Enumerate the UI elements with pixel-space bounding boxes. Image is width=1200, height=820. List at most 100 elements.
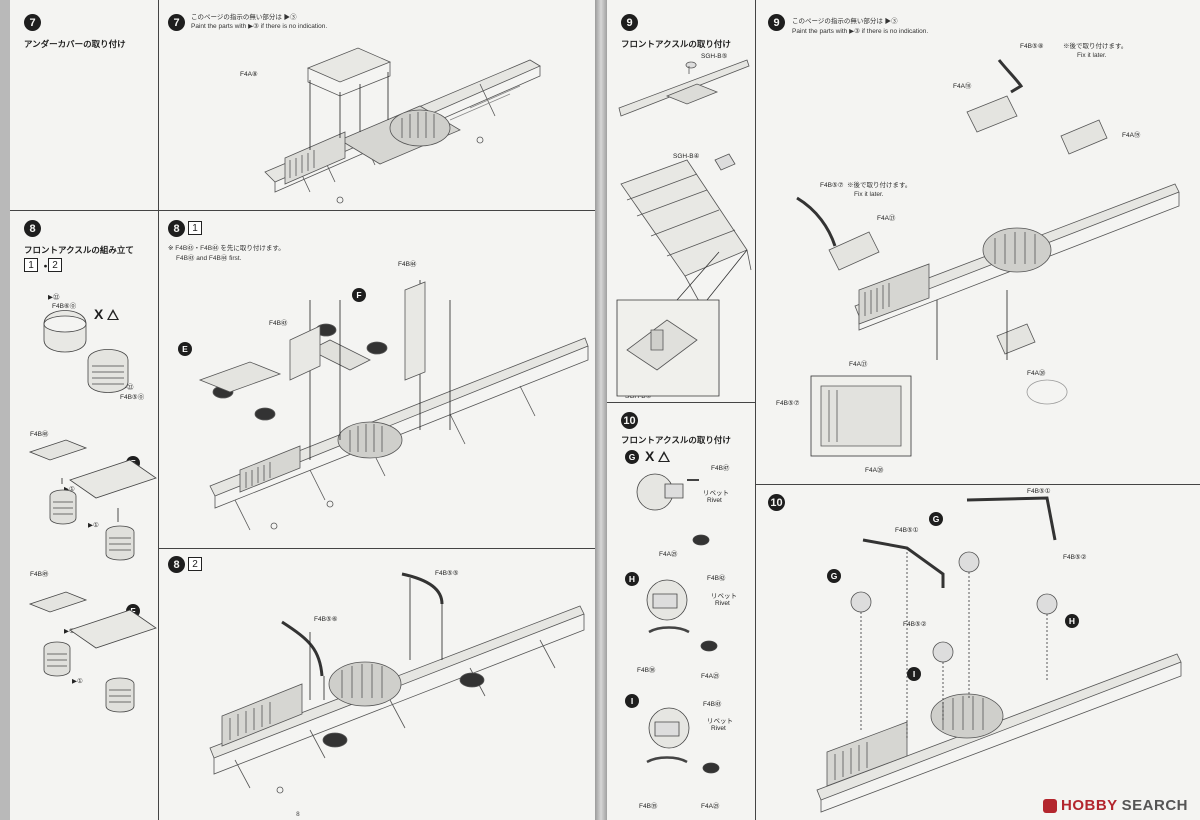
substep-separator: ・	[40, 260, 51, 273]
later-note-jp: ※後で取り付けます。	[847, 182, 912, 189]
page-number: 8	[296, 811, 300, 818]
step-divider	[10, 210, 158, 211]
caution-triangle-icon	[107, 309, 119, 320]
parts-drawing	[28, 310, 157, 713]
instruction-page-right: 9 フロントアクスルの取り付け SGH-B⑤ SGH-B④ SGH-B④ 10 …	[607, 0, 1200, 820]
part-label: F4B⑤⑥	[314, 616, 338, 623]
paint-code-label: ▶①	[64, 486, 75, 493]
step-title: フロントアクスルの取り付け	[621, 436, 731, 446]
assembly-illustrations-left	[28, 47, 589, 794]
subassembly-g-marker: G	[827, 569, 841, 583]
part-label: F4B⑤⓪	[120, 394, 145, 401]
substep-box: 2	[188, 557, 202, 571]
do-not-glue-icon: X	[645, 448, 655, 464]
step-number-badge: 7	[24, 14, 41, 31]
step-number-badge: 9	[621, 14, 638, 31]
chassis-drawing	[796, 59, 1180, 457]
step-number-badge: 8	[24, 220, 41, 237]
step-divider	[158, 548, 595, 549]
subassembly-i-marker: I	[625, 694, 639, 708]
step-title: フロントアクスルの組み立て	[24, 246, 134, 256]
part-label: F4B⑥⓪	[52, 303, 77, 310]
paint-note-jp: このページの指示の無い部分は ▶③	[191, 14, 297, 21]
assembly-illustrations-right	[616, 59, 1182, 813]
part-label: F4A⑳	[1027, 370, 1046, 377]
subassembly-h-marker: H	[1065, 614, 1079, 628]
step-divider	[607, 402, 755, 403]
later-note-jp: ※後で取り付けます。	[1063, 43, 1128, 50]
part-label: F4B㊱	[637, 667, 656, 674]
step-number-badge: 9	[768, 14, 785, 31]
part-label: F4B⑤⑤	[435, 570, 459, 577]
substep-box: 1	[188, 221, 202, 235]
part-label: F4B㊸	[703, 701, 722, 708]
part-label: F4B⑤②	[1063, 554, 1087, 561]
subassembly-h-marker: H	[625, 572, 639, 586]
subassembly-e-marker: E	[178, 342, 192, 356]
order-note-jp: ※ F4B㊸・F4B㊹ を先に取り付けます。	[168, 245, 285, 252]
rivet-label-jp: リベット	[703, 490, 729, 497]
paint-code-label: ▶㉒	[122, 384, 134, 391]
paint-code-label: ▶①	[88, 522, 99, 529]
order-note-en: F4B㊸ and F4B㊹ first.	[176, 255, 242, 262]
chassis-drawing	[264, 47, 541, 204]
rivet-label-jp: リベット	[711, 593, 737, 600]
part-label: F4B㊷	[707, 575, 726, 582]
part-label: F4B⑤②	[903, 621, 927, 628]
rivet-label-en: Rivet	[715, 600, 730, 607]
caution-triangle-icon	[658, 451, 670, 462]
part-label: SGH-B④	[625, 393, 652, 400]
step-number-badge: 10	[768, 494, 785, 511]
part-label: F4B⑤⑦	[776, 400, 800, 407]
part-label: F4A㉕	[659, 551, 678, 558]
subassembly-f-marker: F	[352, 288, 366, 302]
column-divider	[158, 0, 159, 820]
step-divider	[755, 484, 1200, 485]
subassembly-g-marker: G	[625, 450, 639, 464]
paint-note-en: Paint the parts with ▶③ if there is no i…	[191, 23, 328, 30]
step-title: アンダーカバーの取り付け	[24, 40, 126, 50]
part-label: SGH-B④	[673, 153, 700, 160]
substep-box: 2	[48, 258, 62, 272]
step-title: フロントアクスルの取り付け	[621, 40, 731, 50]
part-label: F4A㉑	[877, 215, 896, 222]
step-number-badge: 10	[621, 412, 638, 429]
part-label: F4A⑱	[953, 83, 972, 90]
chassis-drawing	[209, 572, 585, 794]
chassis-drawing	[198, 280, 589, 531]
chassis-drawing	[616, 59, 752, 397]
column-divider	[755, 0, 756, 820]
subassembly-g-marker: G	[929, 512, 943, 526]
part-label: SGH-B⑤	[701, 53, 728, 60]
part-label: F4A⑳	[865, 467, 884, 474]
chassis-drawing	[816, 496, 1182, 813]
part-label: F4B㊹	[398, 261, 417, 268]
parts-drawing	[636, 473, 720, 774]
part-label: F4B㊸	[269, 320, 288, 327]
paint-code-label: ▶①	[72, 678, 83, 685]
later-note-en: Fix it later.	[1077, 52, 1107, 59]
step-divider	[158, 210, 595, 211]
paint-note-jp: このページの指示の無い部分は ▶③	[792, 18, 898, 25]
part-label: F4B⑤⑧	[1020, 43, 1044, 50]
watermark-logo: HOBBY SEARCH	[1042, 797, 1188, 814]
later-note-en: Fix it later.	[854, 191, 884, 198]
step-number-badge: 8	[168, 220, 185, 237]
part-label: F4A㉕	[701, 673, 720, 680]
rivet-label-jp: リベット	[707, 718, 733, 725]
part-label: F4B⑤①	[895, 527, 919, 534]
subassembly-i-marker: I	[907, 667, 921, 681]
part-label: F4B㊽	[30, 431, 49, 438]
rivet-label-en: Rivet	[711, 725, 726, 732]
watermark-brand: HOBBY	[1060, 797, 1118, 814]
part-label: F4A㉑	[849, 361, 868, 368]
part-label: F4A⑧	[240, 71, 258, 78]
book-gutter	[595, 0, 607, 820]
paint-note-en: Paint the parts with ▶③ if there is no i…	[792, 28, 929, 35]
brand-mark-icon	[1042, 798, 1057, 813]
do-not-glue-icon: X	[94, 306, 104, 322]
part-label: F4B㊾	[30, 571, 49, 578]
part-label: F4B⑤①	[1027, 488, 1051, 495]
rivet-label-en: Rivet	[707, 497, 722, 504]
paint-code-label: ▶①	[64, 628, 75, 635]
